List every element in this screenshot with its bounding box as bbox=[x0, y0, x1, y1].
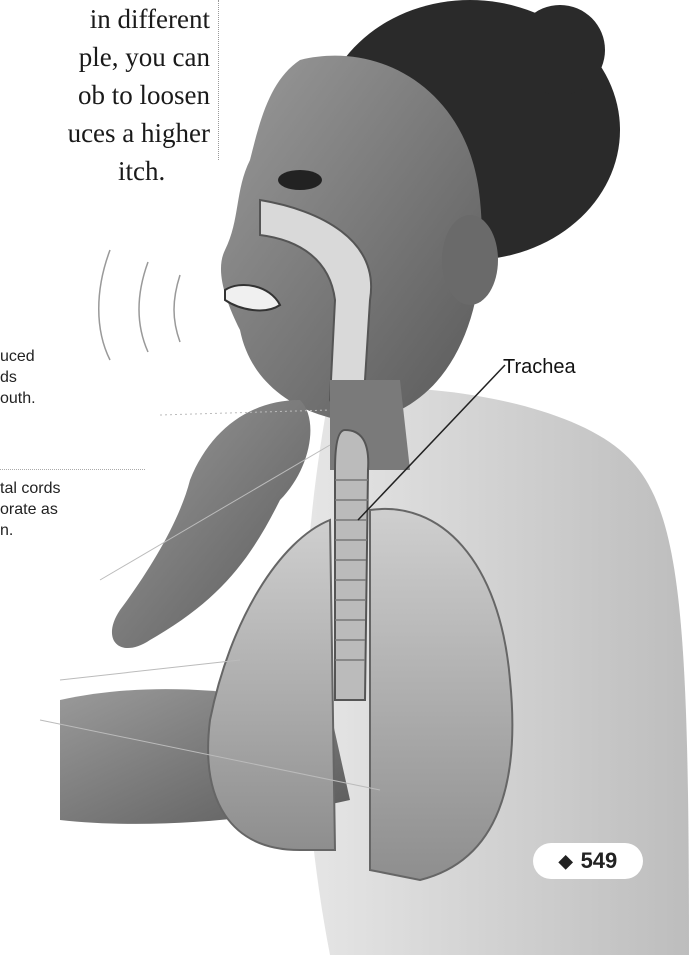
caption-divider bbox=[0, 469, 145, 470]
page-number: 549 bbox=[581, 848, 618, 874]
trachea-label: Trachea bbox=[503, 356, 576, 379]
hair-bun bbox=[515, 5, 605, 95]
body-text-line: itch. bbox=[0, 152, 210, 190]
body-text-line: uces a higher bbox=[0, 114, 210, 152]
caption-line: outh. bbox=[0, 388, 36, 409]
eye bbox=[278, 170, 322, 190]
body-text-line: ob to loosen bbox=[0, 76, 210, 114]
caption-line: n. bbox=[0, 520, 60, 541]
caption-line: tal cords bbox=[0, 478, 60, 499]
body-text-line: in different bbox=[0, 0, 210, 38]
margin-rule bbox=[218, 0, 219, 160]
diamond-icon: ◆ bbox=[559, 851, 573, 872]
caption-line: uced bbox=[0, 346, 36, 367]
sound-waves bbox=[99, 250, 180, 360]
page-number-badge: ◆ 549 bbox=[533, 843, 643, 879]
ear bbox=[442, 215, 498, 305]
caption-line: orate as bbox=[0, 499, 60, 520]
body-text: in different ple, you can ob to loosen u… bbox=[0, 0, 210, 190]
caption-line: ds bbox=[0, 367, 36, 388]
body-text-line: ple, you can bbox=[0, 38, 210, 76]
caption-sound: uced ds outh. bbox=[0, 346, 36, 409]
caption-vocal-cords: tal cords orate as n. bbox=[0, 478, 60, 541]
